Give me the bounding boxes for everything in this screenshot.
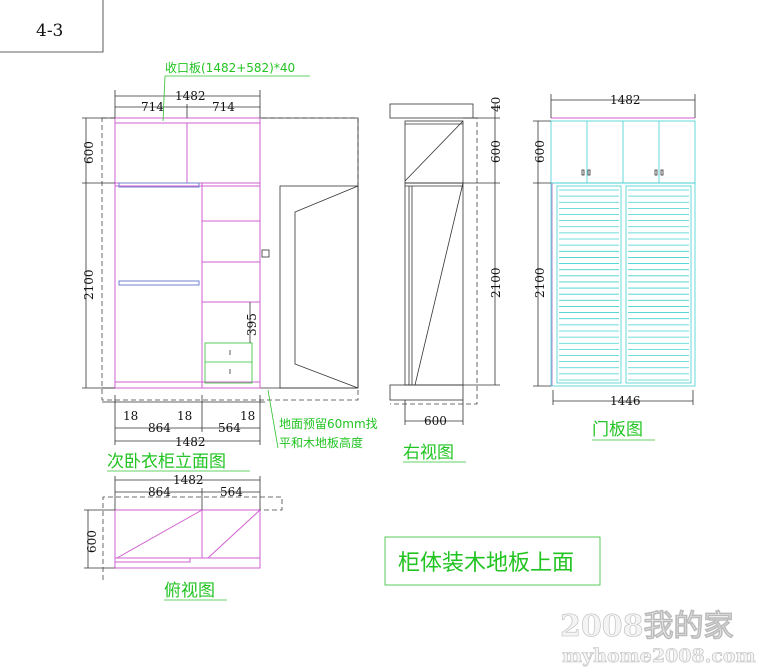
elevation-view: 1482 714 714 600 2100 395 18 18 18 864 5… — [82, 61, 378, 472]
elevation-title: 次卧衣柜立面图 — [107, 452, 226, 472]
knob-icon — [261, 249, 270, 258]
dim-top-left: 864 — [148, 485, 171, 499]
dim-left-width: 864 — [148, 421, 171, 435]
dim-depth: 600 — [424, 414, 447, 428]
dim-top-depth: 600 — [85, 530, 99, 553]
dim-door-bottom: 1446 — [610, 394, 641, 408]
dim-door-top: 1482 — [610, 93, 641, 107]
top-view: 1482 864 564 600 俯视图 — [84, 473, 283, 601]
watermark: 2008我的家 myhome2008.com — [560, 609, 756, 668]
dim-total-bottom: 1482 — [175, 435, 206, 449]
dim-upper-right: 714 — [212, 100, 235, 114]
dim-door-h-lower: 2100 — [533, 267, 547, 298]
sheet-number: 4-3 — [36, 21, 63, 41]
dim-top-total: 1482 — [173, 473, 204, 487]
dim-side-2: 18 — [177, 409, 192, 423]
drawers — [204, 342, 253, 384]
callout-text: 柜体装木地板上面 — [398, 551, 574, 576]
hanging-rail — [118, 182, 200, 188]
dim-total-top: 1482 — [175, 89, 206, 103]
dim-upper-left: 714 — [141, 100, 164, 114]
callout-box: 柜体装木地板上面 — [384, 536, 601, 586]
louver-slats — [559, 189, 689, 381]
dim-h-lower: 2100 — [489, 267, 503, 298]
watermark-line1: 2008我的家 — [560, 609, 734, 644]
door-view: 1482 1446 600 2100 门板图 — [533, 93, 696, 441]
hanging-rail — [118, 280, 200, 286]
dim-h-upper: 600 — [82, 141, 96, 164]
dim-h-lower: 2100 — [82, 269, 96, 300]
right-view: 40 600 2100 600 右视图 — [389, 97, 503, 463]
dim-h-upper: 600 — [489, 140, 503, 163]
collar-note: 收口板(1482+582)*40 — [165, 61, 295, 75]
sheet-number-box: 4-3 — [0, 0, 104, 53]
dim-top-right: 564 — [220, 485, 243, 499]
dim-side-3: 18 — [240, 409, 255, 423]
top-view-title: 俯视图 — [164, 581, 215, 601]
floor-note-2: 平和木地板高度 — [279, 435, 363, 450]
dim-right-width: 564 — [218, 421, 241, 435]
right-view-title: 右视图 — [403, 443, 454, 463]
dim-door-h-upper: 600 — [533, 140, 547, 163]
dim-collar: 40 — [489, 97, 503, 112]
dim-drawer-gap: 395 — [245, 313, 259, 336]
watermark-line2: myhome2008.com — [562, 645, 756, 667]
dim-side-1: 18 — [123, 409, 138, 423]
door-view-title: 门板图 — [592, 420, 643, 440]
floor-note-1: 地面预留60mm找 — [279, 417, 378, 431]
